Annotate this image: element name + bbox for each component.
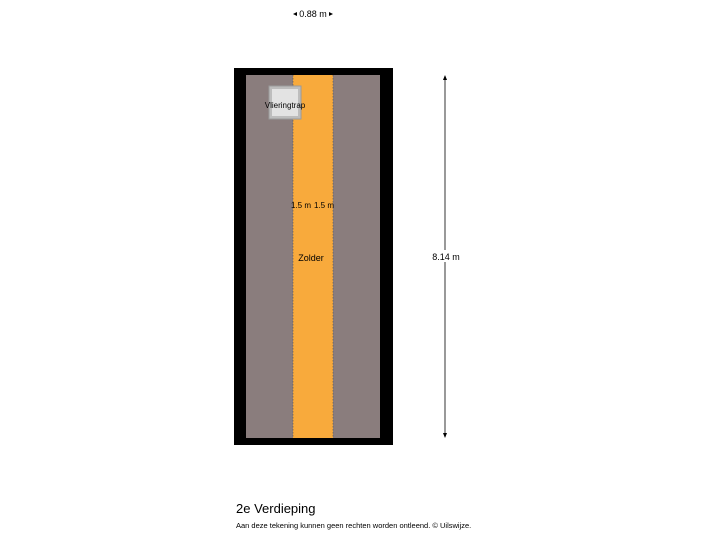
dimension-arrow-up-icon xyxy=(443,75,447,80)
dimension-arrow-down-icon xyxy=(443,433,447,438)
top-dimension-label: 0.88 m xyxy=(299,9,327,19)
side-dimension-label: 8.14 m xyxy=(432,252,460,262)
height-label-left: 1.5 m xyxy=(291,201,311,210)
dimension-arrow-left-icon xyxy=(293,12,297,16)
height-label-right: 1.5 m xyxy=(314,201,334,210)
dimension-arrow-right-icon xyxy=(329,12,333,16)
attic-stair: Vlieringtrap xyxy=(265,85,306,120)
room-label: Zolder xyxy=(298,253,324,263)
stair-label: Vlieringtrap xyxy=(265,101,306,110)
stair-hatch xyxy=(272,89,298,116)
top-dimension: 0.88 m xyxy=(293,9,333,19)
side-dimension: 8.14 m xyxy=(428,75,464,438)
disclaimer: Aan deze tekening kunnen geen rechten wo… xyxy=(236,521,472,530)
room-zolder xyxy=(293,75,333,438)
floor-title: 2e Verdieping xyxy=(236,501,316,516)
low-ceiling-area-right xyxy=(333,75,380,438)
side-dimension-label-bg xyxy=(428,250,464,262)
low-ceiling-area-left xyxy=(246,75,293,438)
